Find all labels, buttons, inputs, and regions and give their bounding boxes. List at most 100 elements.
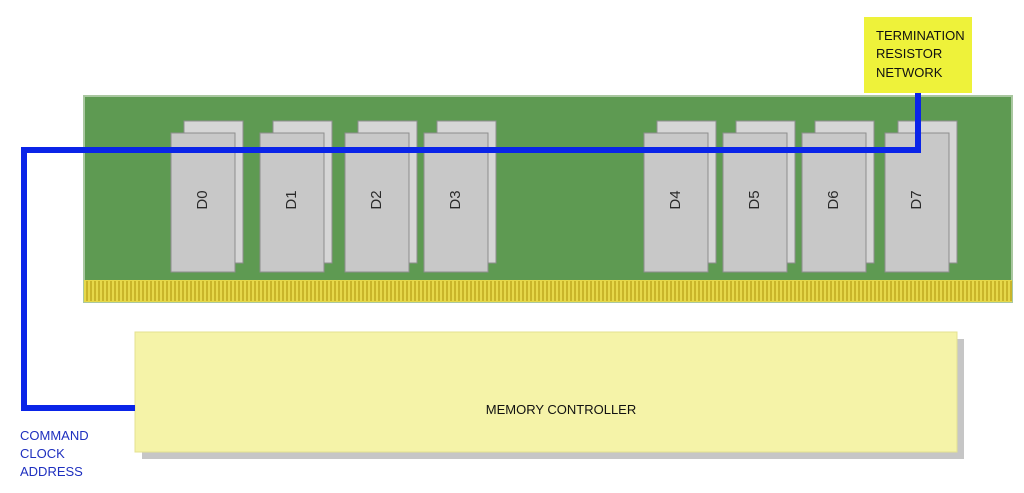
- dram-chip-label: D1: [283, 190, 300, 209]
- connector-pin: [310, 281, 312, 301]
- dram-chip-label: D4: [667, 190, 684, 209]
- connector-pin: [758, 281, 760, 301]
- connector-pin: [270, 281, 272, 301]
- connector-pin: [350, 281, 352, 301]
- connector-pin: [962, 281, 964, 301]
- connector-pin: [646, 281, 648, 301]
- connector-pin: [394, 281, 396, 301]
- connector-pin: [686, 281, 688, 301]
- connector-pin: [550, 281, 552, 301]
- connector-pin: [638, 281, 640, 301]
- connector-pin: [598, 281, 600, 301]
- dram-chip-front: [801, 132, 867, 273]
- connector-pin: [586, 281, 588, 301]
- connector-pin: [346, 281, 348, 301]
- connector-pin: [762, 281, 764, 301]
- connector-pin: [994, 281, 996, 301]
- connector-pin: [894, 281, 896, 301]
- connector-pin: [850, 281, 852, 301]
- connector-pin: [190, 281, 192, 301]
- connector-pin: [618, 281, 620, 301]
- connector-pin: [734, 281, 736, 301]
- connector-pin: [946, 281, 948, 301]
- connector-pin: [446, 281, 448, 301]
- connector-pin: [630, 281, 632, 301]
- connector-pin: [214, 281, 216, 301]
- connector-pin: [390, 281, 392, 301]
- termination-label-line-1: TERMINATION: [876, 28, 965, 43]
- connector-pin: [934, 281, 936, 301]
- connector-pin: [778, 281, 780, 301]
- memory-controller-label: MEMORY CONTROLLER: [486, 402, 637, 417]
- connector-pin: [910, 281, 912, 301]
- connector-pin: [442, 281, 444, 301]
- dram-chip-front: [259, 132, 325, 273]
- connector-pin: [294, 281, 296, 301]
- connector-pin: [258, 281, 260, 301]
- connector-pin: [286, 281, 288, 301]
- connector-pin: [690, 281, 692, 301]
- connector-pin: [830, 281, 832, 301]
- connector-pin: [306, 281, 308, 301]
- connector-pin: [374, 281, 376, 301]
- connector-pin: [846, 281, 848, 301]
- connector-pin: [102, 281, 104, 301]
- dram-chip-d6: D6: [801, 120, 875, 273]
- connector-pin: [182, 281, 184, 301]
- connector-pin: [134, 281, 136, 301]
- connector-pin: [902, 281, 904, 301]
- termination-box: [864, 17, 972, 93]
- connector-pin: [610, 281, 612, 301]
- connector-pin: [1010, 281, 1012, 301]
- connector-pin: [722, 281, 724, 301]
- connector-pin: [402, 281, 404, 301]
- connector-pin: [746, 281, 748, 301]
- connector-pin: [970, 281, 972, 301]
- connector-pin: [234, 281, 236, 301]
- dram-chip-label: D5: [746, 190, 763, 209]
- connector-pin: [810, 281, 812, 301]
- connector-pin: [866, 281, 868, 301]
- connector-pin: [450, 281, 452, 301]
- connector-pin: [966, 281, 968, 301]
- dram-chip-label: D7: [908, 190, 925, 209]
- connector-pin: [878, 281, 880, 301]
- connector-pin: [990, 281, 992, 301]
- dram-chip-label: D2: [368, 190, 385, 209]
- connector-pin: [254, 281, 256, 301]
- connector-pin: [462, 281, 464, 301]
- connector-pin: [218, 281, 220, 301]
- connector-pin: [858, 281, 860, 301]
- connector-pin: [278, 281, 280, 301]
- connector-pin: [250, 281, 252, 301]
- connector-pin: [838, 281, 840, 301]
- connector-pin: [790, 281, 792, 301]
- connector-pin: [1002, 281, 1004, 301]
- connector-pin: [118, 281, 120, 301]
- connector-pin: [458, 281, 460, 301]
- connector-pin: [146, 281, 148, 301]
- connector-pin: [414, 281, 416, 301]
- connector-pin: [526, 281, 528, 301]
- dram-chip-front: [722, 132, 788, 273]
- connector-pin: [430, 281, 432, 301]
- connector-pin: [562, 281, 564, 301]
- connector-pin: [718, 281, 720, 301]
- connector-pin: [794, 281, 796, 301]
- connector-pin: [242, 281, 244, 301]
- connector-pin: [106, 281, 108, 301]
- connector-pin: [406, 281, 408, 301]
- dram-chip-label: D6: [825, 190, 842, 209]
- connector-pin: [282, 281, 284, 301]
- connector-pin: [230, 281, 232, 301]
- connector-pin: [886, 281, 888, 301]
- memory-controller-box: [134, 331, 958, 453]
- dram-chip-front: [884, 132, 950, 273]
- connector-pin: [494, 281, 496, 301]
- connector-pin: [222, 281, 224, 301]
- connector-pin: [998, 281, 1000, 301]
- termination-resistor-network: TERMINATION RESISTOR NETWORK: [864, 17, 972, 93]
- connector-pin: [554, 281, 556, 301]
- connector-pin: [342, 281, 344, 301]
- connector-pin: [358, 281, 360, 301]
